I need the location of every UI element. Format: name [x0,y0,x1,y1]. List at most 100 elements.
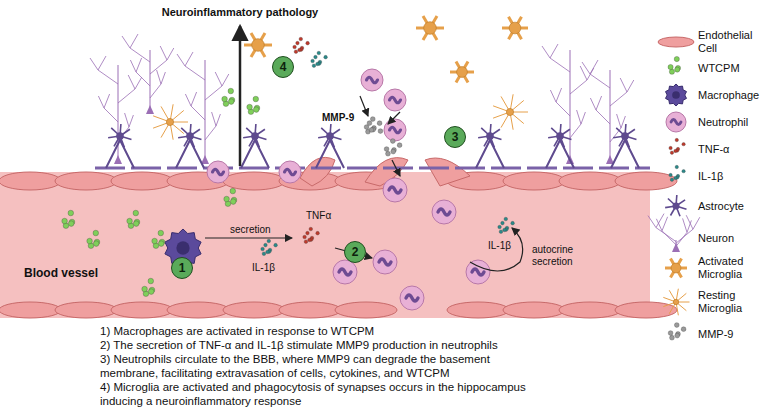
il-1beta [670,178,673,181]
endothelial-cell [615,302,677,318]
astrocyte [186,132,194,140]
neutrophil-nucleus [339,269,351,275]
microglia [673,299,678,304]
neutrophil-nucleus [389,187,401,193]
neuron [620,78,627,92]
resting-microglia [663,289,689,316]
arrow [239,26,242,166]
tnf-alpha [669,146,672,149]
wtcpm-particle [228,99,234,105]
astrocyte [665,195,686,216]
legend-label: Resting Microglia [698,289,766,315]
neuron [128,75,135,89]
il-1beta [498,225,502,229]
il-1beta [261,239,278,255]
neuron [130,60,150,86]
neutrophil [432,200,456,224]
autocrine-arrow [470,228,523,271]
neutrophil-nucleus [671,120,681,125]
il-1beta [324,55,328,59]
neutrophil [400,286,424,310]
wtcpm-particle [62,218,68,224]
neuron [648,214,700,252]
macrophage [666,84,687,106]
neuron [150,72,165,98]
mmp-9 [364,117,383,134]
tnf-alpha [306,41,310,45]
endothelial-cell [615,172,677,190]
arrow-label: autocrine secretion [530,244,592,268]
wtcpm-particle [127,218,133,224]
il-1beta [311,51,328,67]
wtcpm-particle [158,241,164,247]
mmp-9 [370,117,375,122]
title: Neuroinflammatory pathology [160,6,320,19]
mmp-9 [367,121,372,126]
microglia [509,22,521,34]
neuron [98,56,106,70]
arrows [205,26,523,271]
wtcpm-particle [62,210,75,228]
neuron [104,94,110,108]
neutrophil [383,178,407,202]
tnf-alpha [293,45,297,49]
microglia [506,108,513,115]
astrocyte [326,132,334,140]
wtcpm-particle [133,210,139,216]
tnf-alpha [294,50,298,54]
mmp-9 [377,121,382,126]
neuron [570,50,571,160]
neutrophil [373,250,397,274]
neutrophil-nucleus [406,295,418,301]
wtcpm-particle [253,107,259,113]
neuron [191,92,197,106]
neutrophil [666,112,686,132]
neuron [98,96,118,122]
activated-microglia [502,17,528,40]
endothelial-cell [167,302,229,318]
activated-microglia [244,33,272,57]
neuron [676,217,700,243]
neutrophil [333,260,357,284]
arrow [388,112,400,124]
region-label: Blood vessel [22,266,100,280]
wtcpm-particle [127,210,140,228]
neutrophil [383,178,407,202]
neuron [90,58,118,84]
tnf-alpha [670,151,673,154]
neuron-soma [672,243,680,252]
neuron [648,216,676,242]
wtcpm-particle [152,230,165,248]
endothelial-cell [111,172,173,190]
neuron [610,80,634,106]
wtcpm-particle [222,96,228,102]
mmp-9 [674,323,679,328]
tnf-alpha [296,41,300,45]
mmp-9 [681,327,686,332]
endothelial-cell [335,302,397,318]
endothelial-cell [0,172,61,190]
neuron [656,214,664,228]
wtcpm-particle [224,188,237,206]
il-1beta [274,243,278,247]
neutrophil-nucleus [367,77,378,83]
endothelial-cell [425,158,470,186]
neutrophil [207,161,229,183]
tnf-alpha [293,37,310,53]
tnf-alpha [675,138,678,141]
astrocyte [318,124,341,147]
mmp-9 [668,323,686,340]
il-1beta [316,62,320,66]
neutrophil-nucleus [213,169,224,175]
endothelial-cell [279,302,341,318]
enzyme-label: MMP-9 [320,112,356,124]
legend-label: Neutrophil [698,116,766,129]
microglia [457,67,468,78]
wtcpm-particle [247,96,260,114]
activated-microglia [416,16,444,40]
caption-item: 4) Microglia are activated and phagocyto… [100,380,550,408]
wtcpm-particle [142,278,155,296]
astrocyte [106,140,134,168]
mmp-9 [384,147,389,152]
